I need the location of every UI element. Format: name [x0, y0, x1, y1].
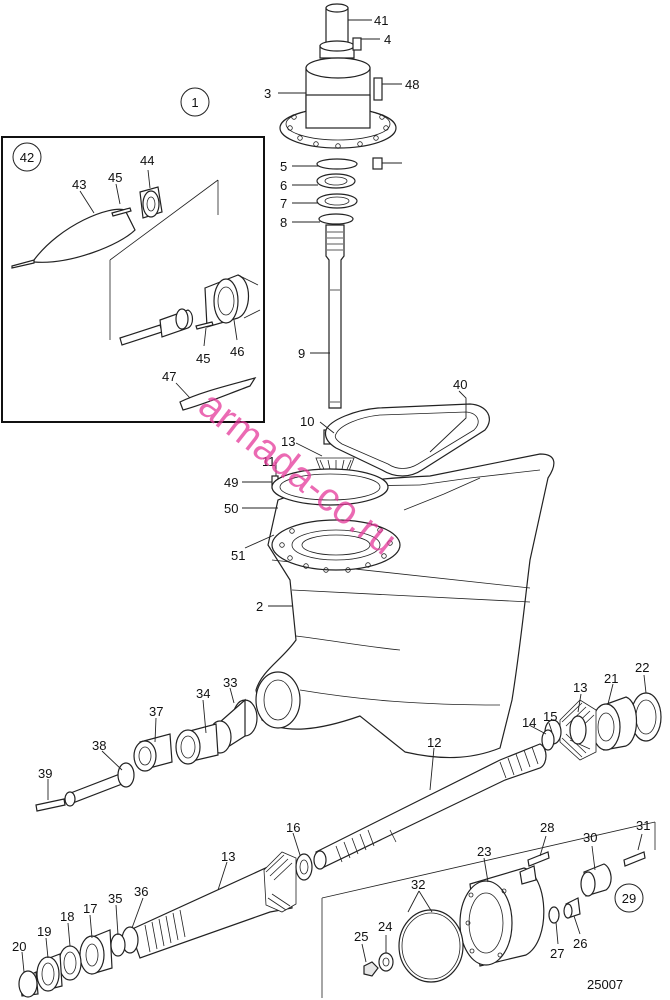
- callout-label: 27: [550, 946, 564, 961]
- callout-label: 36: [134, 884, 148, 899]
- washer-14: [541, 729, 555, 751]
- callout-label: 35: [108, 891, 122, 906]
- propeller-cone: [33, 208, 136, 263]
- group-circle-1: [180, 87, 210, 117]
- callout-label: 9: [298, 346, 305, 361]
- callout-label: 31: [636, 818, 650, 833]
- callout-label: 41: [374, 13, 388, 28]
- washer-24: [378, 952, 394, 972]
- callout-label: 11: [262, 454, 276, 469]
- drive-shaft: [325, 224, 345, 409]
- callout-label: 28: [540, 820, 554, 835]
- bolt-39: [35, 798, 66, 812]
- callout-label: 20: [12, 939, 26, 954]
- callout-label: 40: [453, 377, 467, 392]
- callout-label: 4: [384, 32, 391, 47]
- callout-label: 13: [573, 680, 587, 695]
- nut-25: [363, 961, 379, 977]
- washer-16: [295, 853, 313, 881]
- callout-label: 13: [221, 849, 235, 864]
- figure-reference-number: 25007: [587, 977, 623, 992]
- washer-35: [110, 933, 126, 957]
- prop-shaft-38: [67, 773, 123, 805]
- screw-31: [623, 851, 646, 867]
- callout-label: 24: [378, 919, 392, 934]
- callout-labels: 41 4 48 3 5 6 7 8 9 40 10 13 11 49 50 51…: [12, 13, 650, 961]
- propeller-shaft: [315, 743, 547, 869]
- callout-label: 5: [280, 159, 287, 174]
- bolt-48: [373, 77, 383, 101]
- callout-label: 16: [286, 820, 300, 835]
- group-number-1: 1: [191, 95, 198, 110]
- callout-label: 3: [264, 86, 271, 101]
- group-circle-29: [614, 883, 644, 913]
- inset-frame: [1, 136, 265, 423]
- callout-label: 6: [280, 178, 287, 193]
- callout-label: 8: [280, 215, 287, 230]
- callout-label: 46: [230, 344, 244, 359]
- callout-label: 13: [281, 434, 295, 449]
- callout-label: 25: [354, 929, 368, 944]
- housing-nose: [255, 671, 301, 729]
- callout-label: 14: [522, 715, 536, 730]
- top-shaft: [325, 7, 349, 47]
- bearing-6: [316, 173, 356, 189]
- bevel-gear-lower: [263, 851, 297, 913]
- washer-8: [318, 213, 354, 225]
- callout-label: 32: [411, 877, 425, 892]
- callout-label: 2: [256, 599, 263, 614]
- callout-label: 26: [573, 936, 587, 951]
- bolt-upper: [111, 207, 132, 217]
- leader-lines: [21, 19, 647, 973]
- callout-label: 15: [543, 709, 557, 724]
- callout-label: 47: [162, 369, 176, 384]
- callout-label: 12: [427, 735, 441, 750]
- callout-label: 49: [224, 475, 238, 490]
- callout-label: 38: [92, 738, 106, 753]
- callout-label: 10: [300, 414, 314, 429]
- callout-label: 22: [635, 660, 649, 675]
- seal-ring: [271, 468, 389, 506]
- callout-label: 21: [604, 671, 618, 686]
- callout-label: 50: [224, 501, 238, 516]
- fin-blade: [179, 377, 257, 411]
- oring-32: [398, 909, 464, 983]
- group-circle-42: [12, 142, 42, 172]
- callout-label: 39: [38, 766, 52, 781]
- callout-label: 19: [37, 924, 51, 939]
- bearing-7: [316, 193, 358, 209]
- callout-label: 17: [83, 901, 97, 916]
- group-number-29: 29: [622, 891, 636, 906]
- callout-label: 33: [223, 675, 237, 690]
- oring-27: [548, 906, 560, 924]
- callout-label: 34: [196, 686, 210, 701]
- callout-label: 43: [72, 177, 86, 192]
- mounting-flange: [271, 519, 401, 571]
- ring-18: [58, 945, 82, 981]
- callout-label: 45: [196, 351, 210, 366]
- callout-label: 51: [231, 548, 245, 563]
- callout-label: 18: [60, 909, 74, 924]
- callout-label: 45: [108, 170, 122, 185]
- bolt-28: [527, 851, 550, 867]
- callout-label: 44: [140, 153, 154, 168]
- group-number-42: 42: [20, 150, 34, 165]
- gasket: [324, 403, 490, 477]
- bearing-19: [36, 956, 60, 992]
- callout-label: 37: [149, 704, 163, 719]
- ring-5: [316, 158, 358, 170]
- callout-label: 7: [280, 196, 287, 211]
- callout-label: 48: [405, 77, 419, 92]
- callout-label: 30: [583, 830, 597, 845]
- callout-label: 23: [477, 844, 491, 859]
